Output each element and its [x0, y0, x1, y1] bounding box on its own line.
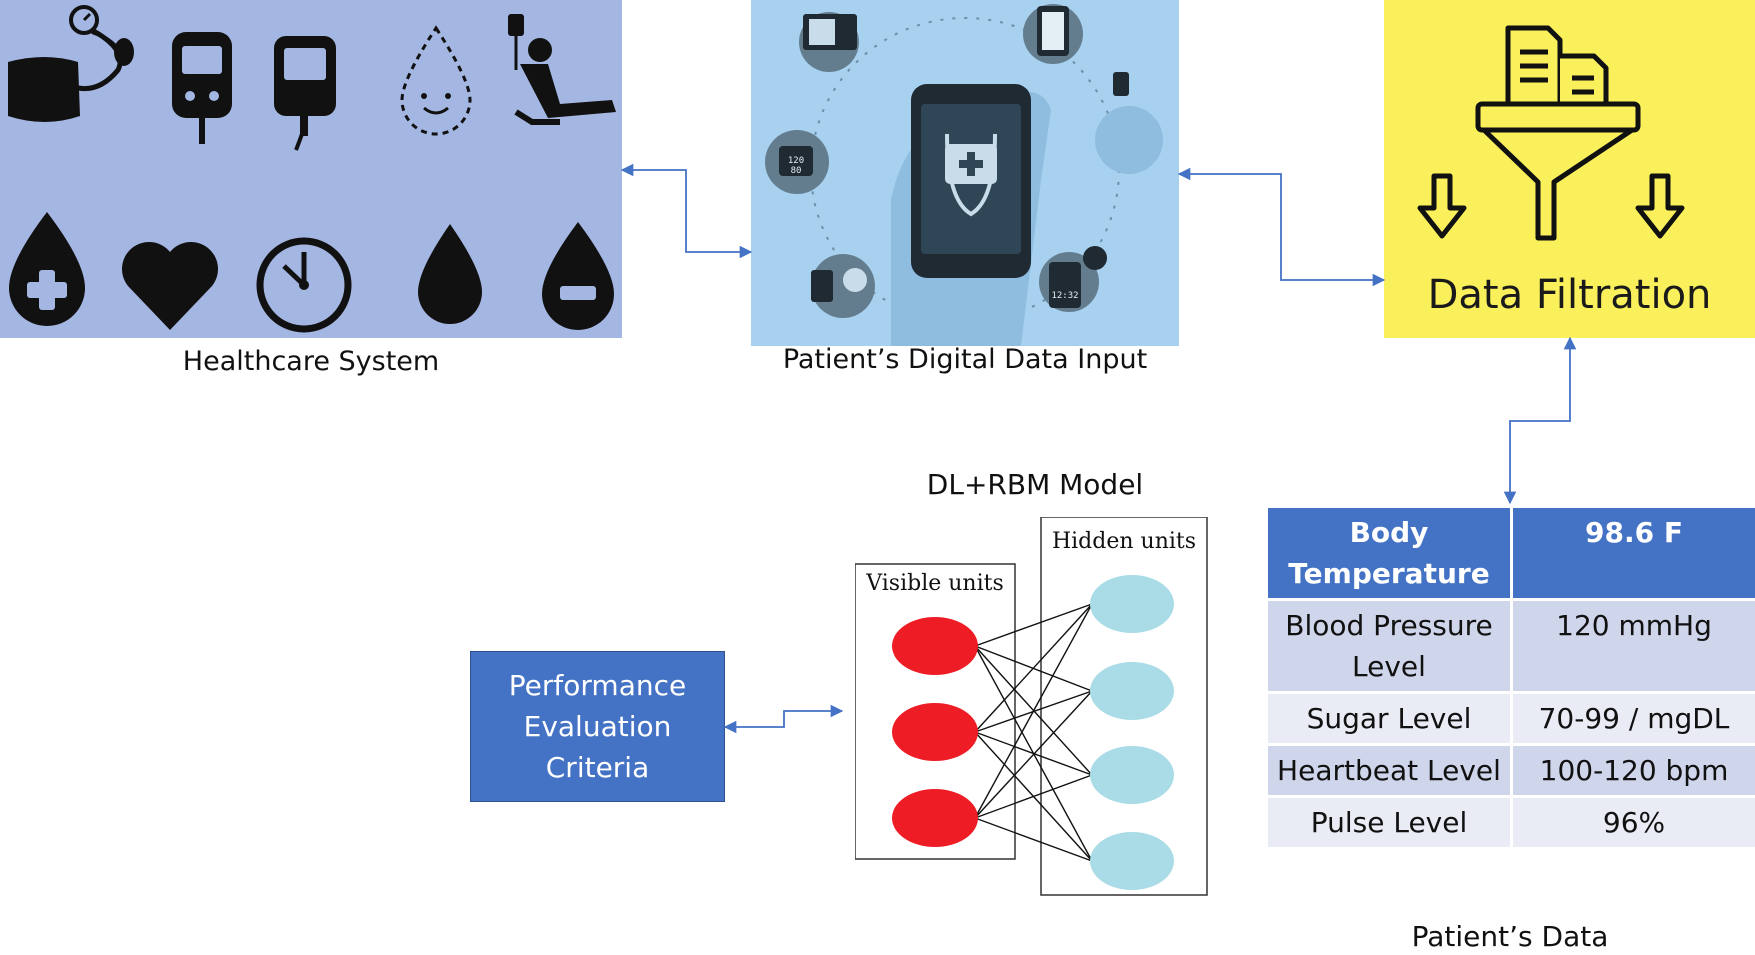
arrow-filtration-patient-data — [1503, 336, 1577, 505]
data-filtration-label: Data Filtration — [1427, 272, 1712, 318]
performance-line-3: Criteria — [545, 751, 650, 784]
fitness-tablet-icon — [1023, 4, 1083, 64]
table-row: Body Temperature 98.6 F — [1265, 505, 1755, 601]
table-row: Pulse Level 96% — [1265, 795, 1755, 850]
health-phone-clock-icon: 12:32 — [1039, 246, 1107, 312]
performance-line-1: Performance — [508, 669, 687, 702]
hidden-unit-4 — [1090, 832, 1174, 890]
blood-drop-icon — [418, 224, 482, 324]
healthcare-system-panel — [0, 0, 622, 338]
hidden-unit-3 — [1090, 746, 1174, 804]
visible-unit-2 — [892, 703, 978, 761]
hidden-nodes — [1090, 575, 1174, 890]
blood-sugar-meter-icon — [274, 36, 336, 151]
visible-unit-3 — [892, 789, 978, 847]
param-heartbeat-level: Heartbeat Level — [1265, 743, 1513, 798]
model-title: DL+RBM Model — [926, 468, 1144, 501]
rbm-edge-v3-h4 — [974, 817, 1093, 862]
visible-unit-1 — [892, 617, 978, 675]
digital-data-input-panel: 120 80 12:32 — [751, 0, 1179, 346]
patient-data-table: Body Temperature 98.6 F Blood Pressure L… — [1265, 505, 1755, 850]
param-sugar-level: Sugar Level — [1265, 691, 1513, 746]
visible-units-box — [855, 563, 1016, 860]
rbm-edge-v3-h3 — [974, 774, 1093, 819]
glucometer-icon — [172, 32, 232, 144]
blood-drop-plus-icon — [9, 212, 85, 326]
arrow-healthcare-digital — [620, 163, 753, 259]
value-pulse-level: 96% — [1510, 795, 1755, 850]
visible-nodes — [892, 617, 978, 847]
rbm-edge-v3-h2 — [974, 690, 1093, 819]
hidden-units-label: Hidden units — [1052, 529, 1196, 554]
performance-evaluation-box: Performance Evaluation Criteria — [470, 651, 725, 802]
table-row: Blood Pressure Level 120 mmHg — [1265, 598, 1755, 694]
table-row: Sugar Level 70-99 / mgDL — [1265, 691, 1755, 746]
hand-wearable-icon — [1095, 72, 1163, 174]
value-sugar-level: 70-99 / mgDL — [1510, 691, 1755, 746]
param-pulse-level: Pulse Level — [1265, 795, 1513, 850]
funnel-icon — [1475, 101, 1641, 241]
heart-icon — [121, 241, 219, 330]
param-blood-pressure: Blood Pressure Level — [1265, 598, 1513, 694]
arrow-digital-filtration — [1177, 167, 1386, 287]
data-filtration-panel — [1384, 0, 1755, 338]
rbm-edge-v3-h1 — [974, 603, 1093, 819]
hidden-unit-2 — [1090, 662, 1174, 720]
blood-drop-minus-icon — [542, 222, 614, 330]
performance-line-2: Evaluation — [523, 710, 672, 743]
rbm-network: Hidden units Visible units — [855, 517, 1208, 896]
hand-holding-phone-icon — [891, 84, 1051, 346]
param-body-temperature: Body Temperature — [1265, 505, 1513, 601]
hidden-units-box — [1040, 517, 1208, 896]
value-body-temperature: 98.6 F — [1510, 505, 1755, 601]
documents-icon — [1505, 25, 1609, 107]
rbm-edge-v2-h1 — [974, 603, 1093, 733]
patient-iv-drip-icon — [508, 14, 616, 125]
arrow-performance-model — [723, 704, 844, 734]
table-row: Heartbeat Level 100-120 bpm — [1265, 743, 1755, 798]
hidden-unit-1 — [1090, 575, 1174, 633]
digital-data-input-caption: Patient’s Digital Data Input — [782, 344, 1148, 375]
patient-data-caption: Patient’s Data — [1411, 920, 1609, 953]
watch-systolic: 120 — [788, 156, 804, 166]
visible-units-label: Visible units — [865, 571, 1004, 596]
rbm-edges — [974, 603, 1093, 862]
down-arrow-left-icon — [1417, 173, 1467, 239]
value-heartbeat-level: 100-120 bpm — [1510, 743, 1755, 798]
watch-diastolic: 80 — [791, 166, 802, 176]
smartwatch-wrist-icon: 120 80 — [765, 130, 829, 194]
down-arrow-right-icon — [1635, 173, 1685, 239]
doctor-video-call-icon — [799, 12, 859, 72]
smiling-drop-icon — [400, 25, 472, 136]
value-blood-pressure: 120 mmHg — [1510, 598, 1755, 694]
brain-scan-icon — [811, 254, 875, 318]
clock-icon — [256, 237, 352, 333]
blood-pressure-monitor-icon — [8, 5, 134, 122]
rbm-edge-v1-h1 — [974, 603, 1093, 647]
phone-clock-readout: 12:32 — [1051, 291, 1078, 301]
healthcare-system-caption: Healthcare System — [182, 346, 440, 377]
